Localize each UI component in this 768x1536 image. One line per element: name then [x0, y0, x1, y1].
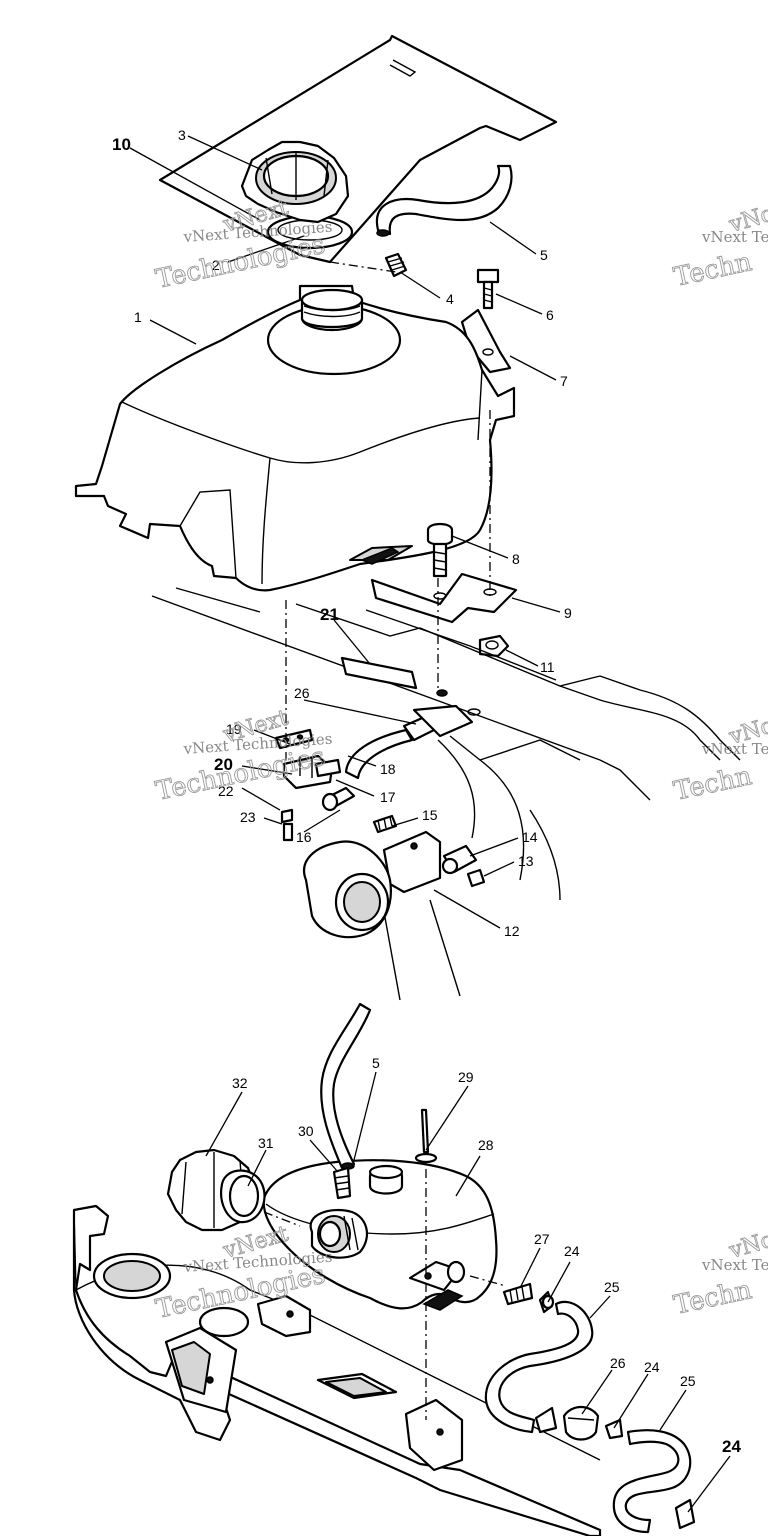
callout-25a: 25: [604, 1279, 620, 1295]
nut-11: [478, 634, 510, 658]
vent-hose-bottom: [320, 1002, 372, 1200]
watermark-text: vNext Te: [701, 228, 768, 246]
callout-26b: 26: [610, 1355, 626, 1371]
callout-3: 3: [178, 127, 186, 143]
drain-screw: [414, 1108, 438, 1164]
callout-22: 22: [218, 783, 234, 799]
frame-bracket-12: [303, 830, 442, 939]
alignment-lines-bottom: [263, 1150, 507, 1420]
callout-16: 16: [296, 829, 312, 845]
frame-top: [151, 587, 741, 1001]
callout-24b: 24: [644, 1359, 660, 1375]
fuel-cap: [240, 140, 354, 250]
leader-lines: [129, 135, 731, 1513]
warning-label-21: [340, 656, 418, 690]
bolt-6: [476, 268, 500, 310]
main-fuel-tank: [74, 284, 516, 592]
rear-fuel-tank: [262, 1159, 498, 1311]
callout-17: 17: [380, 789, 396, 805]
callout-5b: 5: [372, 1055, 380, 1071]
callout-32: 32: [232, 1075, 248, 1091]
callout-12: 12: [504, 923, 520, 939]
callout-7: 7: [560, 373, 568, 389]
fuel-line-hose: [344, 704, 474, 780]
callout-13: 13: [518, 853, 534, 869]
callout-28: 28: [478, 1137, 494, 1153]
connector-14: [441, 844, 478, 875]
callout-8: 8: [512, 551, 520, 567]
callout-19: 19: [226, 721, 242, 737]
alignment-lines-top: [285, 261, 491, 760]
rear-fuel-cap: [166, 1148, 266, 1232]
callout-10: 10: [112, 135, 131, 154]
callout-1: 1: [134, 309, 142, 325]
vent-hose-top: [375, 164, 513, 237]
callout-5: 5: [540, 247, 548, 263]
watermark-text: Techn: [671, 761, 755, 807]
callout-15: 15: [422, 807, 438, 823]
callout-numbers: 1 2 3 4 5 6 7 8 9 10 11 12 13 14 15 16 1…: [112, 127, 741, 1456]
callout-30: 30: [298, 1123, 314, 1139]
rear-fuel-line: [484, 1282, 696, 1534]
callout-24c: 24: [722, 1437, 741, 1456]
callout-25b: 25: [680, 1373, 696, 1389]
watermark-edge: vNo vNext Te Techn vNo vNext Te Techn vN…: [671, 201, 768, 1321]
callout-2: 2: [212, 257, 220, 273]
frame-bottom: [72, 1204, 602, 1536]
callout-23: 23: [240, 809, 256, 825]
callout-20: 20: [214, 755, 233, 774]
callout-27: 27: [534, 1231, 550, 1247]
callout-31: 31: [258, 1135, 274, 1151]
callout-6: 6: [546, 307, 554, 323]
mounting-bracket-9: [370, 572, 518, 624]
screw-13: [466, 868, 486, 888]
callout-4: 4: [446, 291, 454, 307]
callout-26a: 26: [294, 685, 310, 701]
callout-9: 9: [564, 605, 572, 621]
watermark-text: vNext Te: [701, 1256, 768, 1274]
callout-21: 21: [320, 605, 339, 624]
callout-29: 29: [458, 1069, 474, 1085]
callout-11: 11: [540, 659, 555, 675]
watermark-text: Techn: [671, 247, 755, 293]
callout-24a: 24: [564, 1243, 580, 1259]
watermark-text: vNext Te: [701, 740, 768, 758]
watermark-text: Techn: [671, 1275, 755, 1321]
vent-fitting: [384, 252, 408, 278]
callout-18: 18: [380, 761, 396, 777]
bolt-8: [426, 522, 454, 578]
watermark-middle: vNext vNext Technologies Technologies: [153, 705, 333, 807]
fuel-valve-assembly: [274, 728, 398, 842]
callout-14: 14: [522, 829, 538, 845]
